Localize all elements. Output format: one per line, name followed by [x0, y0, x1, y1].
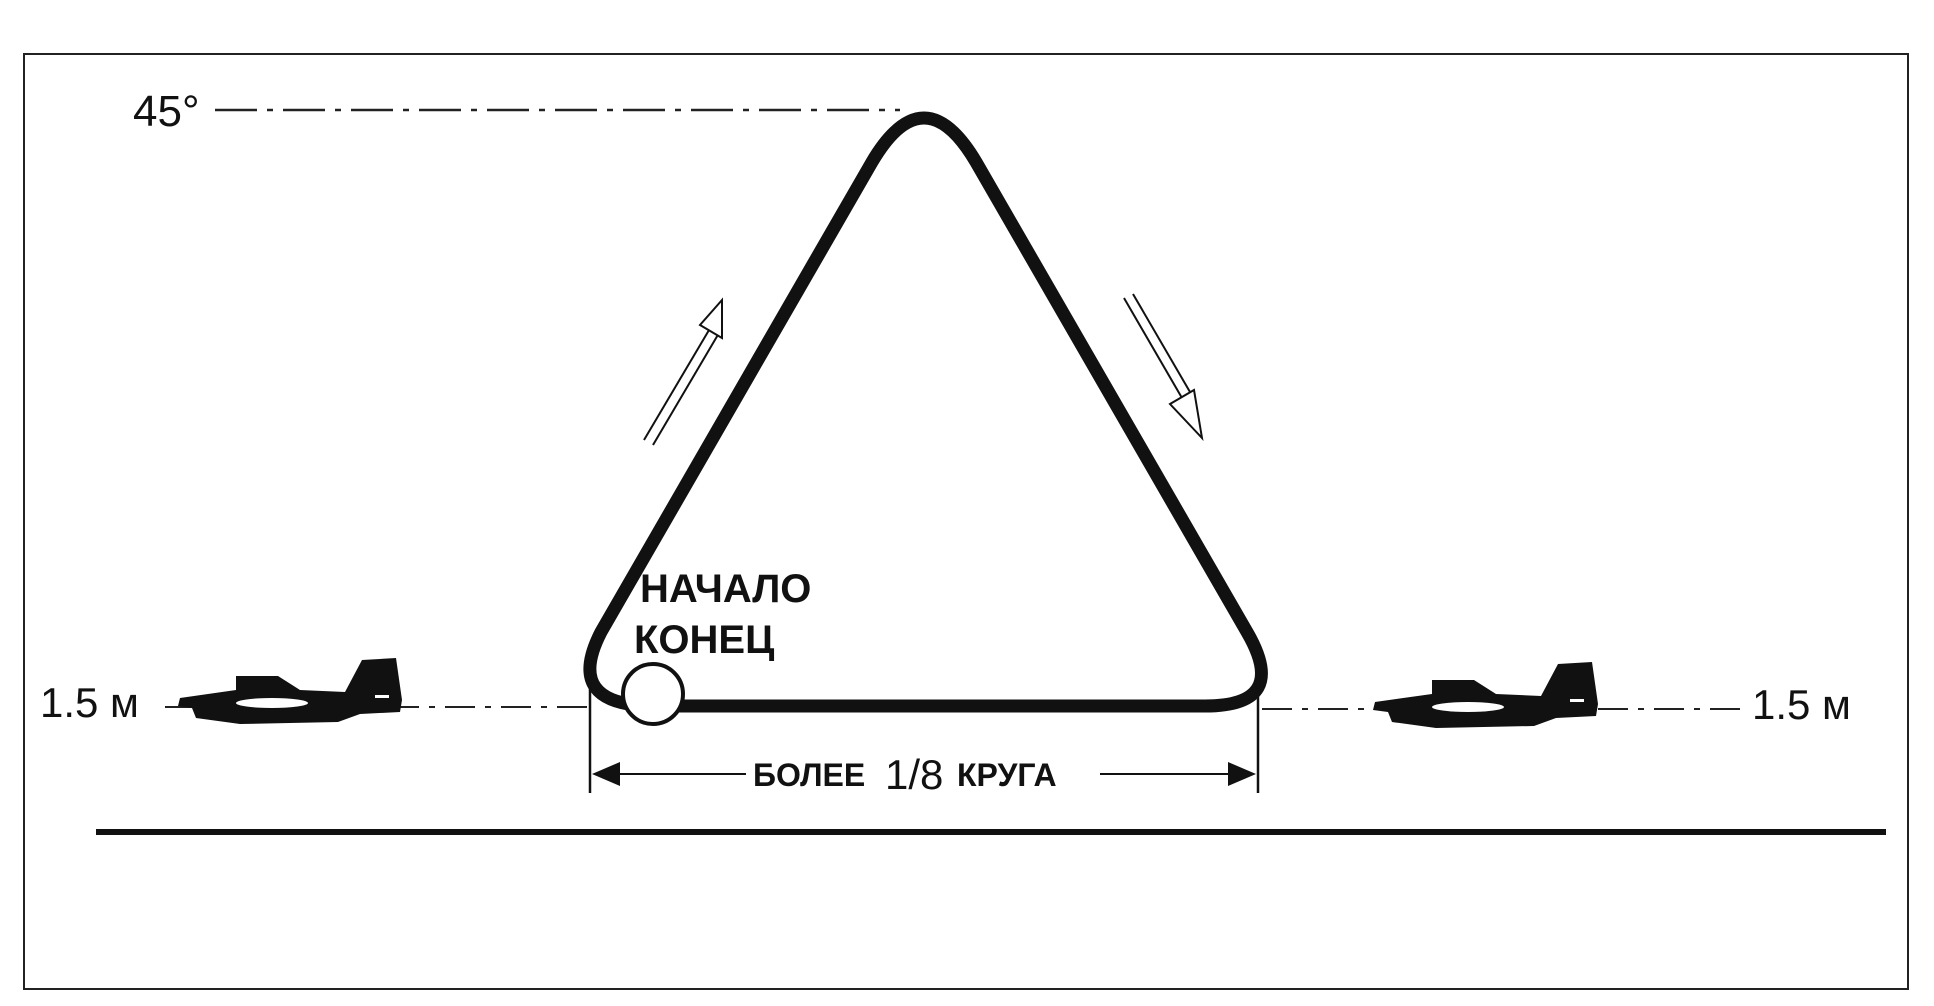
diagram-frame — [23, 53, 1909, 990]
altitude-label-right: 1.5 м — [1752, 681, 1851, 728]
dimension-label-prefix: БОЛЕЕ — [753, 757, 865, 793]
aircraft-left-icon — [178, 658, 402, 724]
end-label: КОНЕЦ — [634, 618, 774, 662]
dimension-label-suffix: КРУГА — [957, 757, 1057, 793]
aircraft-right-icon — [1373, 662, 1598, 728]
dimension-arrowhead-left — [592, 762, 620, 786]
direction-arrow-up-icon — [643, 297, 723, 446]
dimension-arrowhead-right — [1228, 762, 1256, 786]
start-end-marker — [621, 662, 685, 726]
start-label: НАЧАЛО — [640, 567, 811, 611]
dimension-label-fraction: 1/8 — [885, 751, 943, 798]
altitude-label-left: 1.5 м — [40, 679, 139, 726]
direction-arrow-down-icon — [1123, 293, 1204, 442]
angle-label: 45° — [133, 87, 200, 136]
